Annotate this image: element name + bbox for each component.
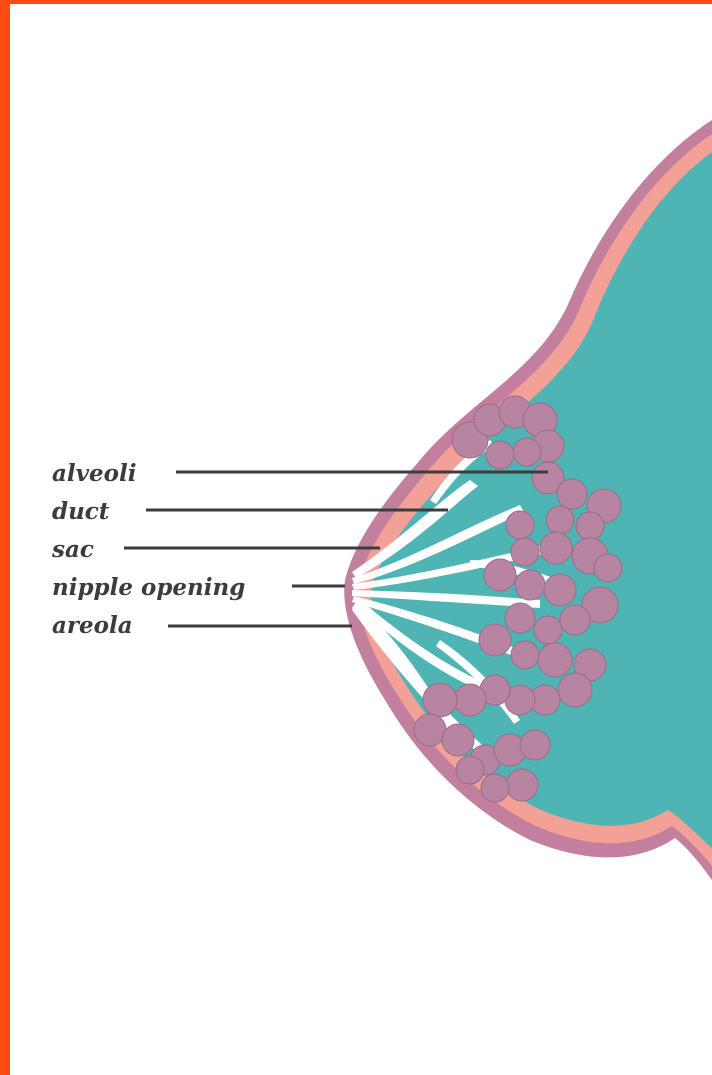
- alveoli-cluster: [506, 511, 534, 539]
- alveoli-cluster: [479, 624, 511, 656]
- label-nipple-opening: nipple opening: [52, 574, 245, 601]
- alveoli-cluster: [481, 774, 509, 802]
- alveoli-cluster: [576, 512, 604, 540]
- alveoli-cluster: [560, 605, 590, 635]
- alveoli-cluster: [557, 479, 587, 509]
- alveoli-cluster: [515, 570, 545, 600]
- label-duct: duct: [52, 498, 110, 525]
- label-sac: sac: [51, 536, 94, 563]
- alveoli-cluster: [558, 673, 592, 707]
- alveoli-cluster: [513, 438, 541, 466]
- label-areola: areola: [52, 612, 133, 639]
- alveoli-cluster: [544, 574, 576, 606]
- alveoli-cluster: [442, 724, 474, 756]
- alveoli-cluster: [456, 756, 484, 784]
- alveoli-cluster: [454, 684, 486, 716]
- alveoli-cluster: [540, 532, 572, 564]
- alveoli-cluster: [520, 730, 550, 760]
- alveoli-cluster: [414, 714, 446, 746]
- alveoli-cluster: [486, 441, 514, 469]
- label-alveoli: alveoli: [52, 460, 136, 487]
- alveoli-cluster: [538, 643, 572, 677]
- alveoli-cluster: [534, 616, 562, 644]
- alveoli-cluster: [506, 769, 538, 801]
- alveoli-cluster: [423, 683, 457, 717]
- alveoli-cluster: [511, 538, 539, 566]
- alveoli-cluster: [594, 554, 622, 582]
- alveoli-cluster: [511, 641, 539, 669]
- alveoli-cluster: [484, 559, 516, 591]
- alveoli-cluster: [546, 506, 574, 534]
- alveoli-cluster: [505, 603, 535, 633]
